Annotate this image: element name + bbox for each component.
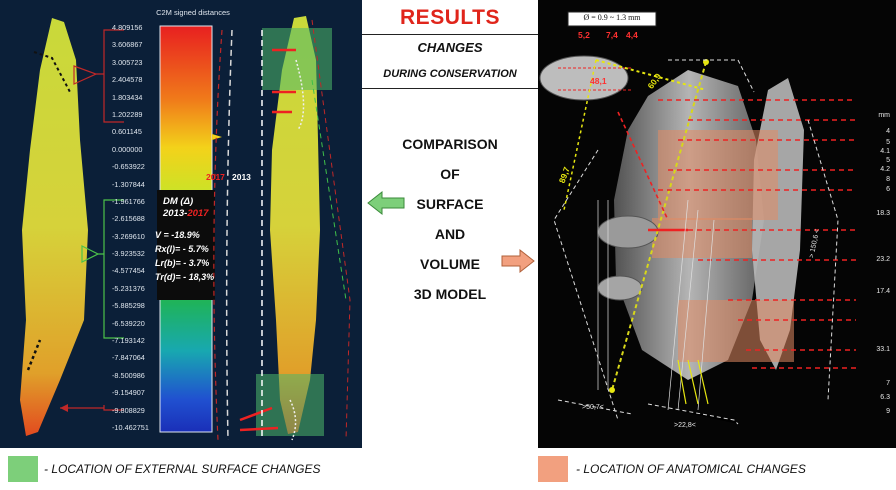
- colorbar-tick-label: -9.808829: [112, 405, 145, 415]
- colorbar-tick-label: -10.462751: [112, 423, 149, 432]
- comparison-line-2: OF: [440, 166, 460, 182]
- mm-value: 17.4: [876, 288, 890, 295]
- legend-anatomical-text: - LOCATION OF ANATOMICAL CHANGES: [576, 462, 806, 476]
- left-deviation-panel: C2M signed distances 4.809156 3.606867 3.0…: [0, 0, 362, 448]
- green-arrow-left-icon: [367, 190, 405, 216]
- colorbar-tick-label: -3.269610: [112, 231, 145, 241]
- dotted-outline-top: [33, 51, 71, 93]
- colorbar-tick-label: -3.923532: [112, 249, 145, 259]
- comparison-line-4: AND: [434, 226, 466, 242]
- cross-section-inset: [539, 55, 629, 101]
- results-title: RESULTS: [400, 6, 500, 29]
- mm-value: 6.3: [880, 394, 890, 401]
- left-panel-graphics: [20, 16, 351, 441]
- colorbar-title: C2M signed distances: [156, 8, 230, 17]
- during-conservation-heading: DURING CONSERVATION: [383, 68, 517, 80]
- divider-top: [362, 34, 538, 35]
- salmon-arrow-right-icon: [501, 248, 535, 274]
- anatomical-zone-3: [678, 300, 794, 362]
- mm-unit-label: mm: [878, 112, 890, 119]
- stats-box: [157, 190, 215, 300]
- green-highlight-bottom: [256, 374, 324, 436]
- right-3d-model-panel: Ø = 0.9 ~ 1.3 mm 5,2 7,4 4,4 48,1 60,9 8…: [538, 0, 896, 448]
- colorbar-tick-label: -5.231376: [112, 283, 145, 293]
- mm-value: 4.1: [880, 148, 890, 155]
- stats-tr: Tr(d)= - 18,3%: [155, 272, 215, 282]
- histogram-peak: [212, 134, 222, 140]
- anatomical-zone-1: [658, 130, 778, 220]
- bottom-dim-a: >50,7<: [582, 404, 604, 411]
- comparison-line-6: 3D MODEL: [413, 286, 487, 302]
- red-triangle: [73, 65, 98, 85]
- stats-years: 2013-2017: [163, 208, 208, 219]
- mm-value: 8: [886, 176, 890, 183]
- anatomical-zone-2: [652, 218, 752, 258]
- inset-value: 48,1: [590, 76, 607, 86]
- mm-value: 33.1: [876, 346, 890, 353]
- colorbar-tick-label: -1.961766: [112, 196, 145, 206]
- bone-model-2017: [270, 16, 320, 434]
- mm-value: 6: [886, 186, 890, 193]
- right-panel-graphics: [539, 11, 856, 425]
- legend-external-text: - LOCATION OF EXTERNAL SURFACE CHANGES: [44, 462, 321, 476]
- bottom-dim-b: >22,8<: [674, 422, 696, 429]
- mm-value: 5: [886, 157, 890, 164]
- comparison-line-1: COMPARISON: [402, 136, 498, 152]
- colorbar-tick-label: 0.000000: [112, 144, 143, 154]
- comparison-line-5: VOLUME: [420, 256, 480, 272]
- diameter-label: Ø = 0.9 ~ 1.3 mm: [583, 13, 641, 22]
- legend-green-swatch: [8, 456, 38, 482]
- stats-rx: Rx(l)= - 5.7%: [155, 244, 209, 254]
- mm-value: 7: [886, 380, 890, 387]
- comparison-line-3: SURFACE: [416, 196, 484, 212]
- colorbar-tick-label: 3.005723: [112, 57, 143, 67]
- colorbar-tick-label: 0.601145: [112, 127, 142, 137]
- green-triangle: [81, 245, 100, 263]
- stats-panel: DM (Δ) 2013-2017 V = -18.9% Rx(l)= - 5.7…: [155, 190, 215, 300]
- divider-bottom: [362, 88, 538, 89]
- colorbar-tick-label: -0.653922: [112, 162, 145, 172]
- mm-value: 18.3: [876, 210, 890, 217]
- colorbar-tick-label: 2.404578: [112, 75, 143, 85]
- top-value-2: 7,4: [606, 30, 618, 40]
- stats-lr: Lr(b)= - 3.7%: [155, 258, 210, 268]
- colorbar-tick-label: -2.615688: [112, 214, 145, 224]
- legend-salmon-swatch: [538, 456, 568, 482]
- stats-year-start: 2013-: [163, 208, 188, 219]
- colorbar-tick-label: -1.307844: [112, 179, 145, 189]
- mm-value: 9: [886, 408, 890, 415]
- stats-year-end: 2017: [187, 208, 209, 219]
- colorbar-tick-label: -8.500986: [112, 370, 145, 380]
- colorbar-tick-label: 1.202289: [112, 109, 143, 119]
- year-2013-label: 2013: [232, 172, 251, 182]
- mm-value: 5: [886, 139, 890, 146]
- colorbar-tick-label: 1.803434: [112, 92, 143, 102]
- bone-model-2013: [20, 18, 88, 436]
- colorbar-tick-label: -9.154907: [112, 388, 145, 398]
- mm-value: 23.2: [876, 256, 890, 263]
- colorbar-tick-label: 3.606867: [112, 40, 143, 50]
- top-value-3: 4,4: [626, 30, 638, 40]
- colorbar-tick-label: 4.809156: [112, 23, 143, 32]
- mm-value: 4: [886, 128, 890, 135]
- colorbar-tick-label: -7.847064: [112, 353, 145, 363]
- colorbar-tick-label: -5.885298: [112, 301, 145, 311]
- stats-title: DM (Δ): [163, 196, 194, 207]
- mm-value: 4.2: [880, 166, 890, 173]
- stats-volume: V = -18.9%: [155, 230, 200, 240]
- changes-heading: CHANGES: [417, 40, 483, 55]
- colorbar-tick-label: -6.539220: [112, 318, 145, 328]
- top-value-1: 5,2: [578, 30, 590, 40]
- year-2017-label: 2017: [206, 172, 225, 182]
- dotted-outline-bottom: [26, 339, 42, 371]
- green-highlight-top: [262, 28, 332, 90]
- colorbar-tick-label: -4.577454: [112, 266, 145, 276]
- colorbar-tick-label: -7.193142: [112, 336, 145, 346]
